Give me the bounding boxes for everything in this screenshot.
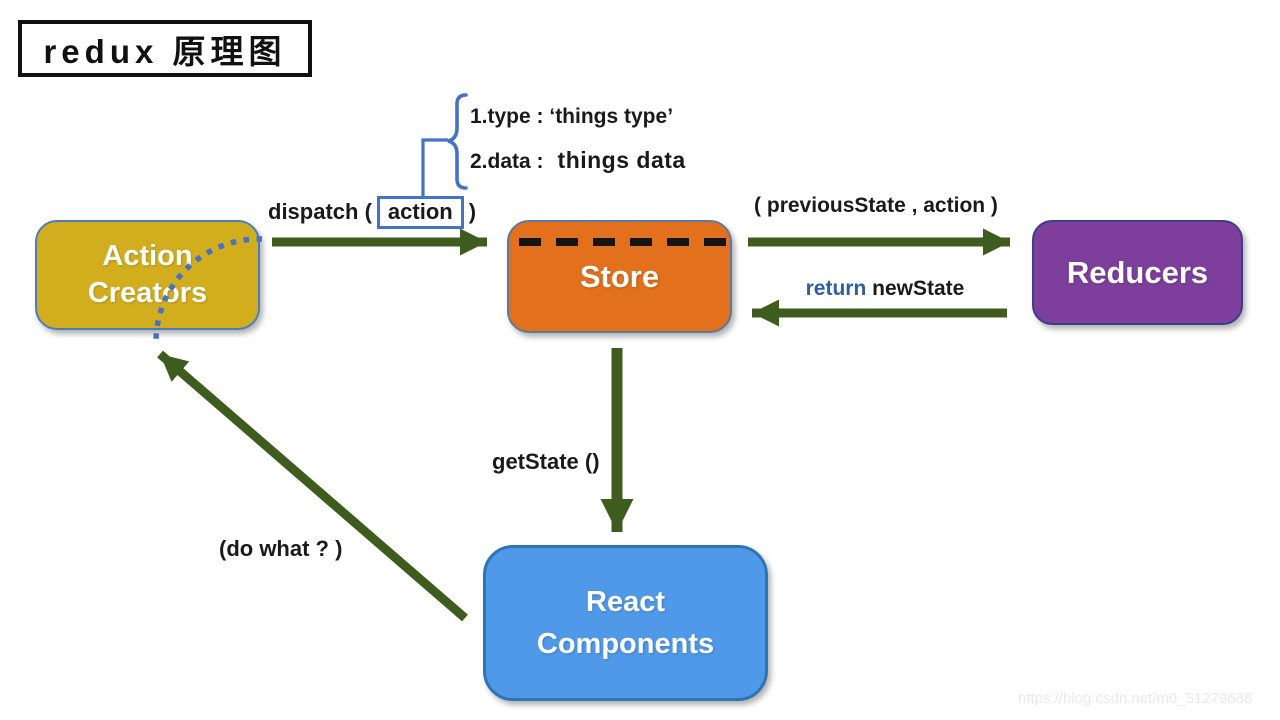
diagram-title-text: redux 原理图 [43,32,287,70]
csdn-watermark: https://blog.csdn.net/m0_51279688 [1018,690,1253,707]
action-annotation-connector [421,138,448,196]
reducers-label: Reducers [1066,254,1209,290]
annotation-data-value: things data [557,147,686,173]
curly-brace [447,93,468,190]
dispatch-label: dispatch ( action ) [268,194,476,230]
store-node: Store [507,220,732,333]
action-box: action [376,195,464,229]
react-components-label-line2: Components [536,628,715,660]
annotation-data-prefix: 2.data : [470,150,544,173]
dispatch-prefix: dispatch ( [268,199,372,224]
return-keyword: return [805,277,867,300]
get-state-label: getState () [492,449,600,474]
store-label: Store [579,258,660,294]
annotation-data-line: 2.data : things data [470,147,686,174]
dispatch-suffix: ) [468,199,477,224]
action-creators-label-line2: Creators [87,277,208,309]
action-creators-label-line1: Action [102,240,193,272]
react-components-node: React Components [483,545,768,701]
reducers-node: Reducers [1032,220,1243,325]
do-what-label: (do what ? ) [219,536,343,561]
annotation-type-line: 1.type : ‘things type’ [470,105,674,128]
new-state-text: newState [872,277,965,300]
diagram-title: redux 原理图 [18,20,312,77]
react-components-label-line1: React [586,586,665,618]
do-what-arrow [157,350,468,622]
return-new-state-label: return newState [760,277,1010,301]
previous-state-label: ( previousState , action ) [754,194,998,217]
action-creators-node: Action Creators [35,220,260,330]
